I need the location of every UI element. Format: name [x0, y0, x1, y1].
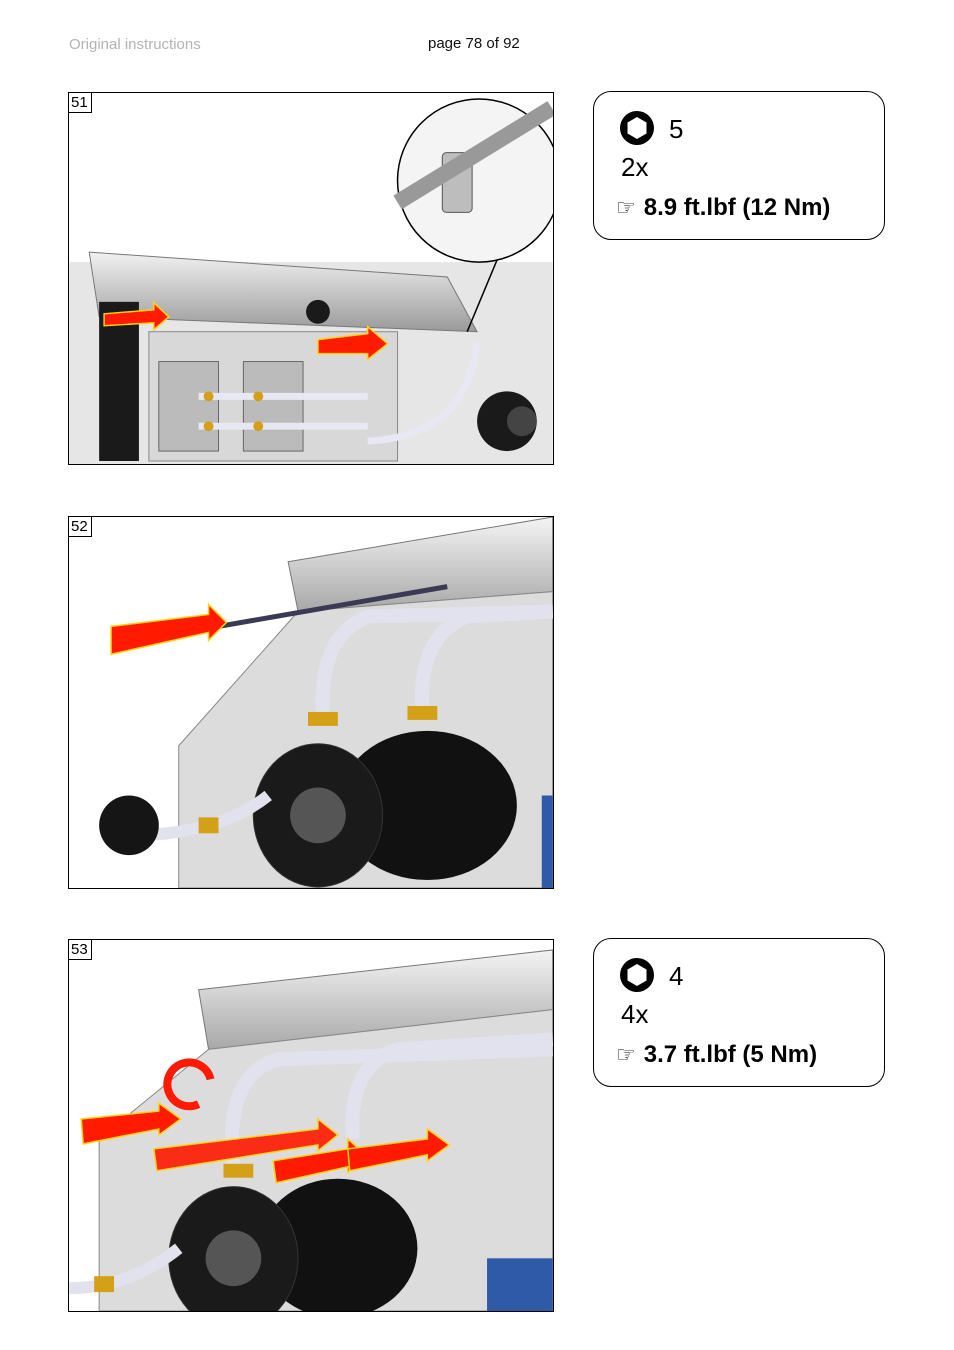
page-number: page 78 of 92 [428, 35, 520, 52]
quantity: 4x [621, 999, 649, 1029]
torque-spec-1: 5 2x ☞ 8.9 ft.lbf (12 Nm) [593, 91, 885, 240]
figure-number: 52 [69, 517, 92, 537]
torque-spec-2: 4 4x ☞ 3.7 ft.lbf (5 Nm) [593, 938, 885, 1087]
torque-row: ☞ 8.9 ft.lbf (12 Nm) [616, 194, 830, 222]
pointing-hand-icon: ☞ [616, 195, 636, 221]
hex-socket-icon [620, 958, 654, 992]
hex-size: 4 [669, 961, 684, 991]
quantity: 2x [621, 152, 649, 182]
figure-53: 53 [68, 939, 554, 1312]
figure-51: 51 [68, 92, 554, 465]
figure-52: 52 [68, 516, 554, 889]
hex-socket-icon [620, 111, 654, 145]
figure-51-illustration [69, 98, 553, 464]
hex-size: 5 [669, 114, 684, 144]
figure-number: 53 [69, 940, 92, 960]
figure-53-illustration [69, 949, 553, 1311]
torque-value: 3.7 ft.lbf (5 Nm) [643, 1041, 818, 1068]
header-document-type: Original instructions [69, 36, 201, 53]
torque-value: 8.9 ft.lbf (12 Nm) [643, 194, 831, 221]
torque-row: ☞ 3.7 ft.lbf (5 Nm) [616, 1041, 817, 1069]
pointing-hand-icon: ☞ [616, 1042, 636, 1068]
figure-number: 51 [69, 93, 92, 113]
figure-52-illustration [99, 517, 553, 888]
